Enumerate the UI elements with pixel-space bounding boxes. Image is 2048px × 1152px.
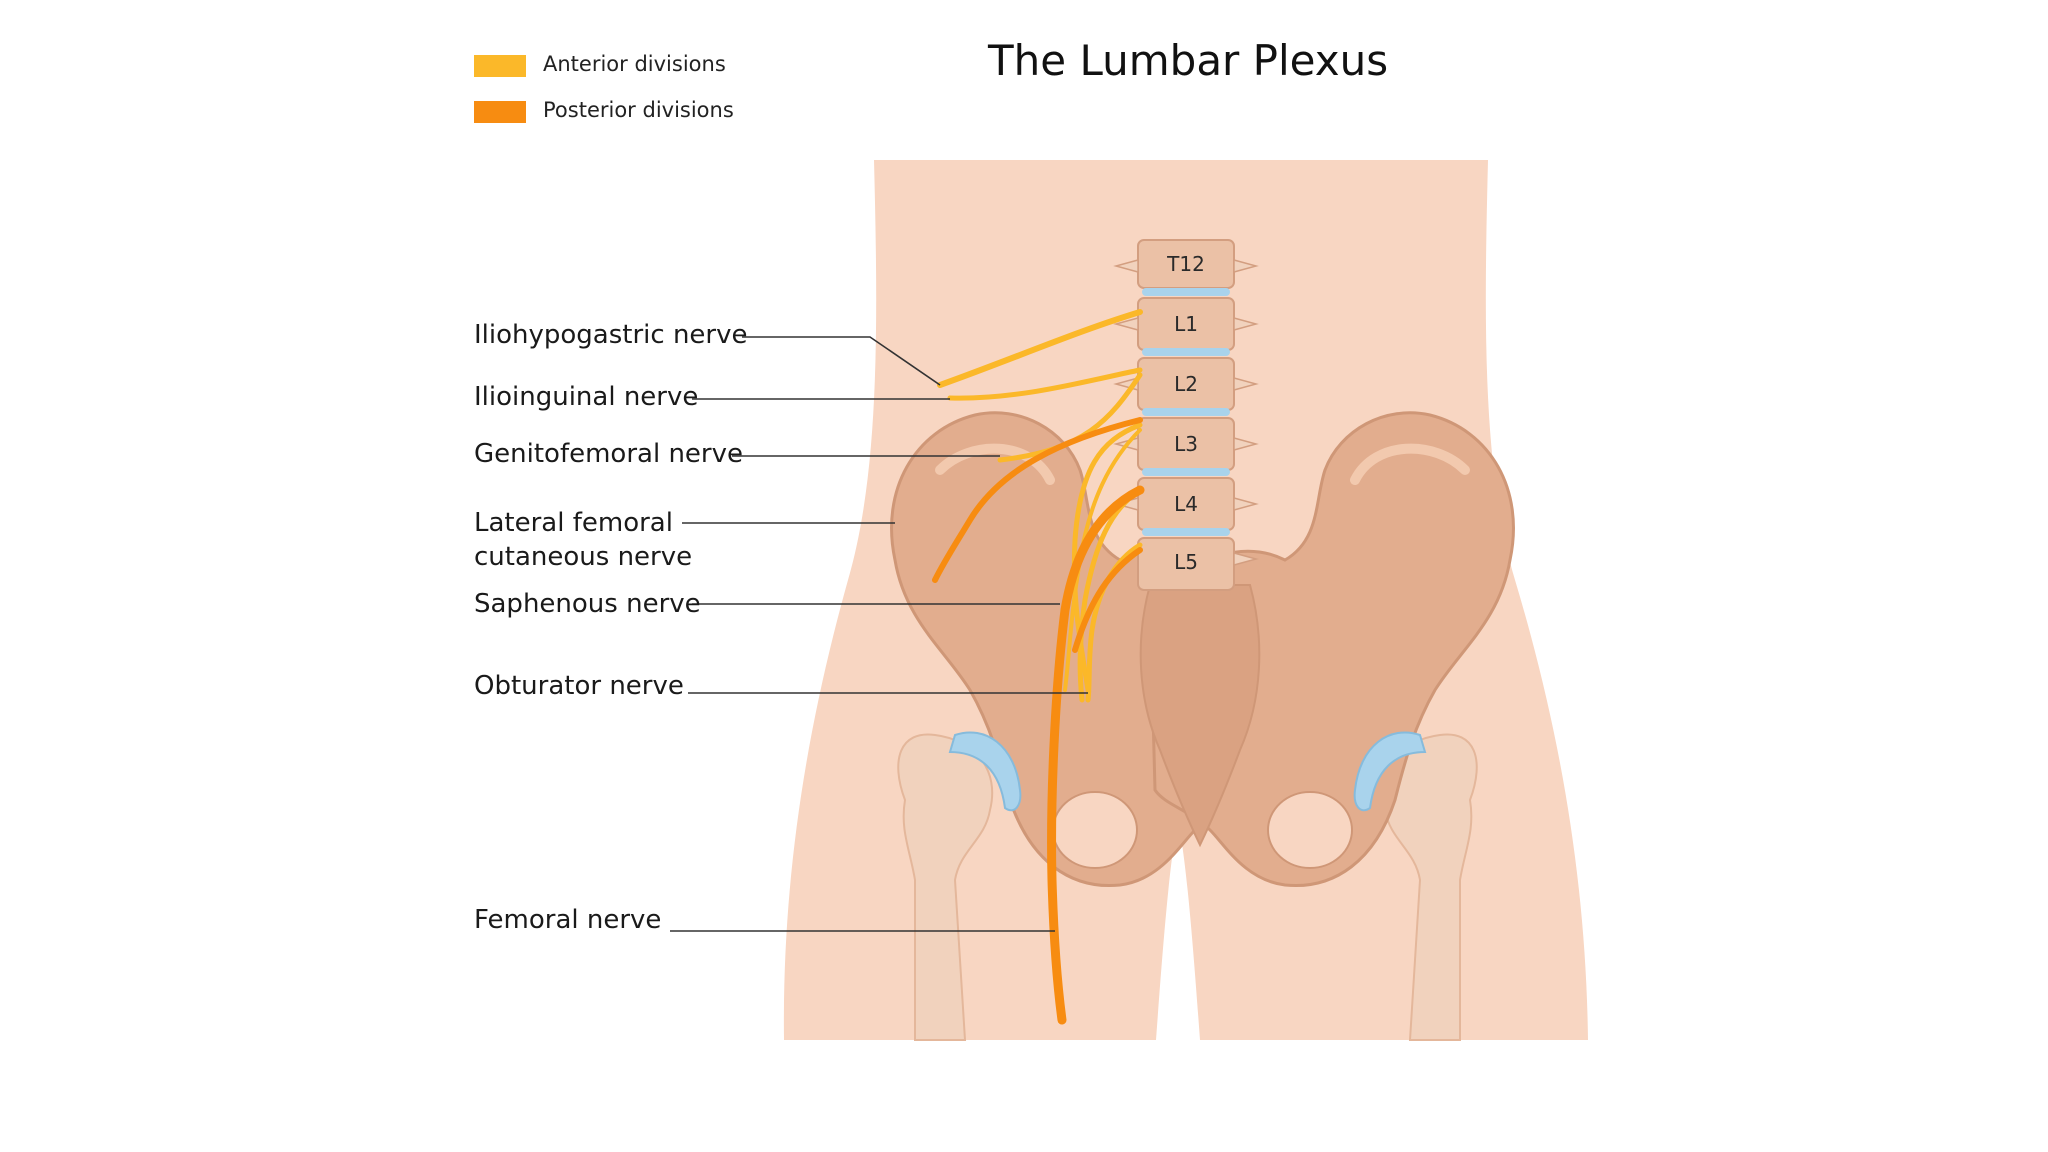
vertebra-label-l3: L3 [1174, 432, 1198, 456]
diagram-title: The Lumbar Plexus [988, 36, 1389, 85]
sacrum [1139, 584, 1261, 848]
right-hip-cartilage [1353, 731, 1427, 812]
label-ilioinguinal-nerve: Ilioinguinal nerve [474, 382, 699, 412]
vertebra-label-l2: L2 [1174, 372, 1198, 396]
vertebra-label-t12: T12 [1166, 252, 1205, 276]
label-lateral-femoral-line1: Lateral femoral [474, 508, 673, 538]
left-hip-cartilage [948, 731, 1022, 812]
vertebral-column: T12 L1 L2 L3 L4 L5 [1113, 239, 1259, 591]
legend-swatch-anterior [474, 55, 526, 77]
label-saphenous-nerve: Saphenous nerve [474, 589, 701, 619]
posterior-nerves [932, 417, 1145, 1025]
label-femoral-nerve: Femoral nerve [474, 905, 662, 935]
vertebra-label-l1: L1 [1174, 312, 1198, 336]
vertebra-label-l5: L5 [1174, 550, 1198, 574]
left-femur [897, 733, 994, 1041]
label-iliohypogastric-nerve: Iliohypogastric nerve [474, 320, 748, 350]
right-hip-bone [1148, 411, 1515, 888]
label-lateral-femoral-line2: cutaneous nerve [474, 542, 693, 572]
legend-label-anterior: Anterior divisions [543, 52, 726, 76]
label-obturator-nerve: Obturator nerve [474, 671, 684, 701]
label-genitofemoral-nerve: Genitofemoral nerve [474, 439, 743, 469]
vertebra-label-l4: L4 [1174, 492, 1198, 516]
leader-iliohypogastric [742, 336, 941, 386]
legend-swatch-posterior [474, 101, 526, 123]
leader-lines [670, 336, 1088, 932]
legend-label-posterior: Posterior divisions [543, 98, 734, 122]
